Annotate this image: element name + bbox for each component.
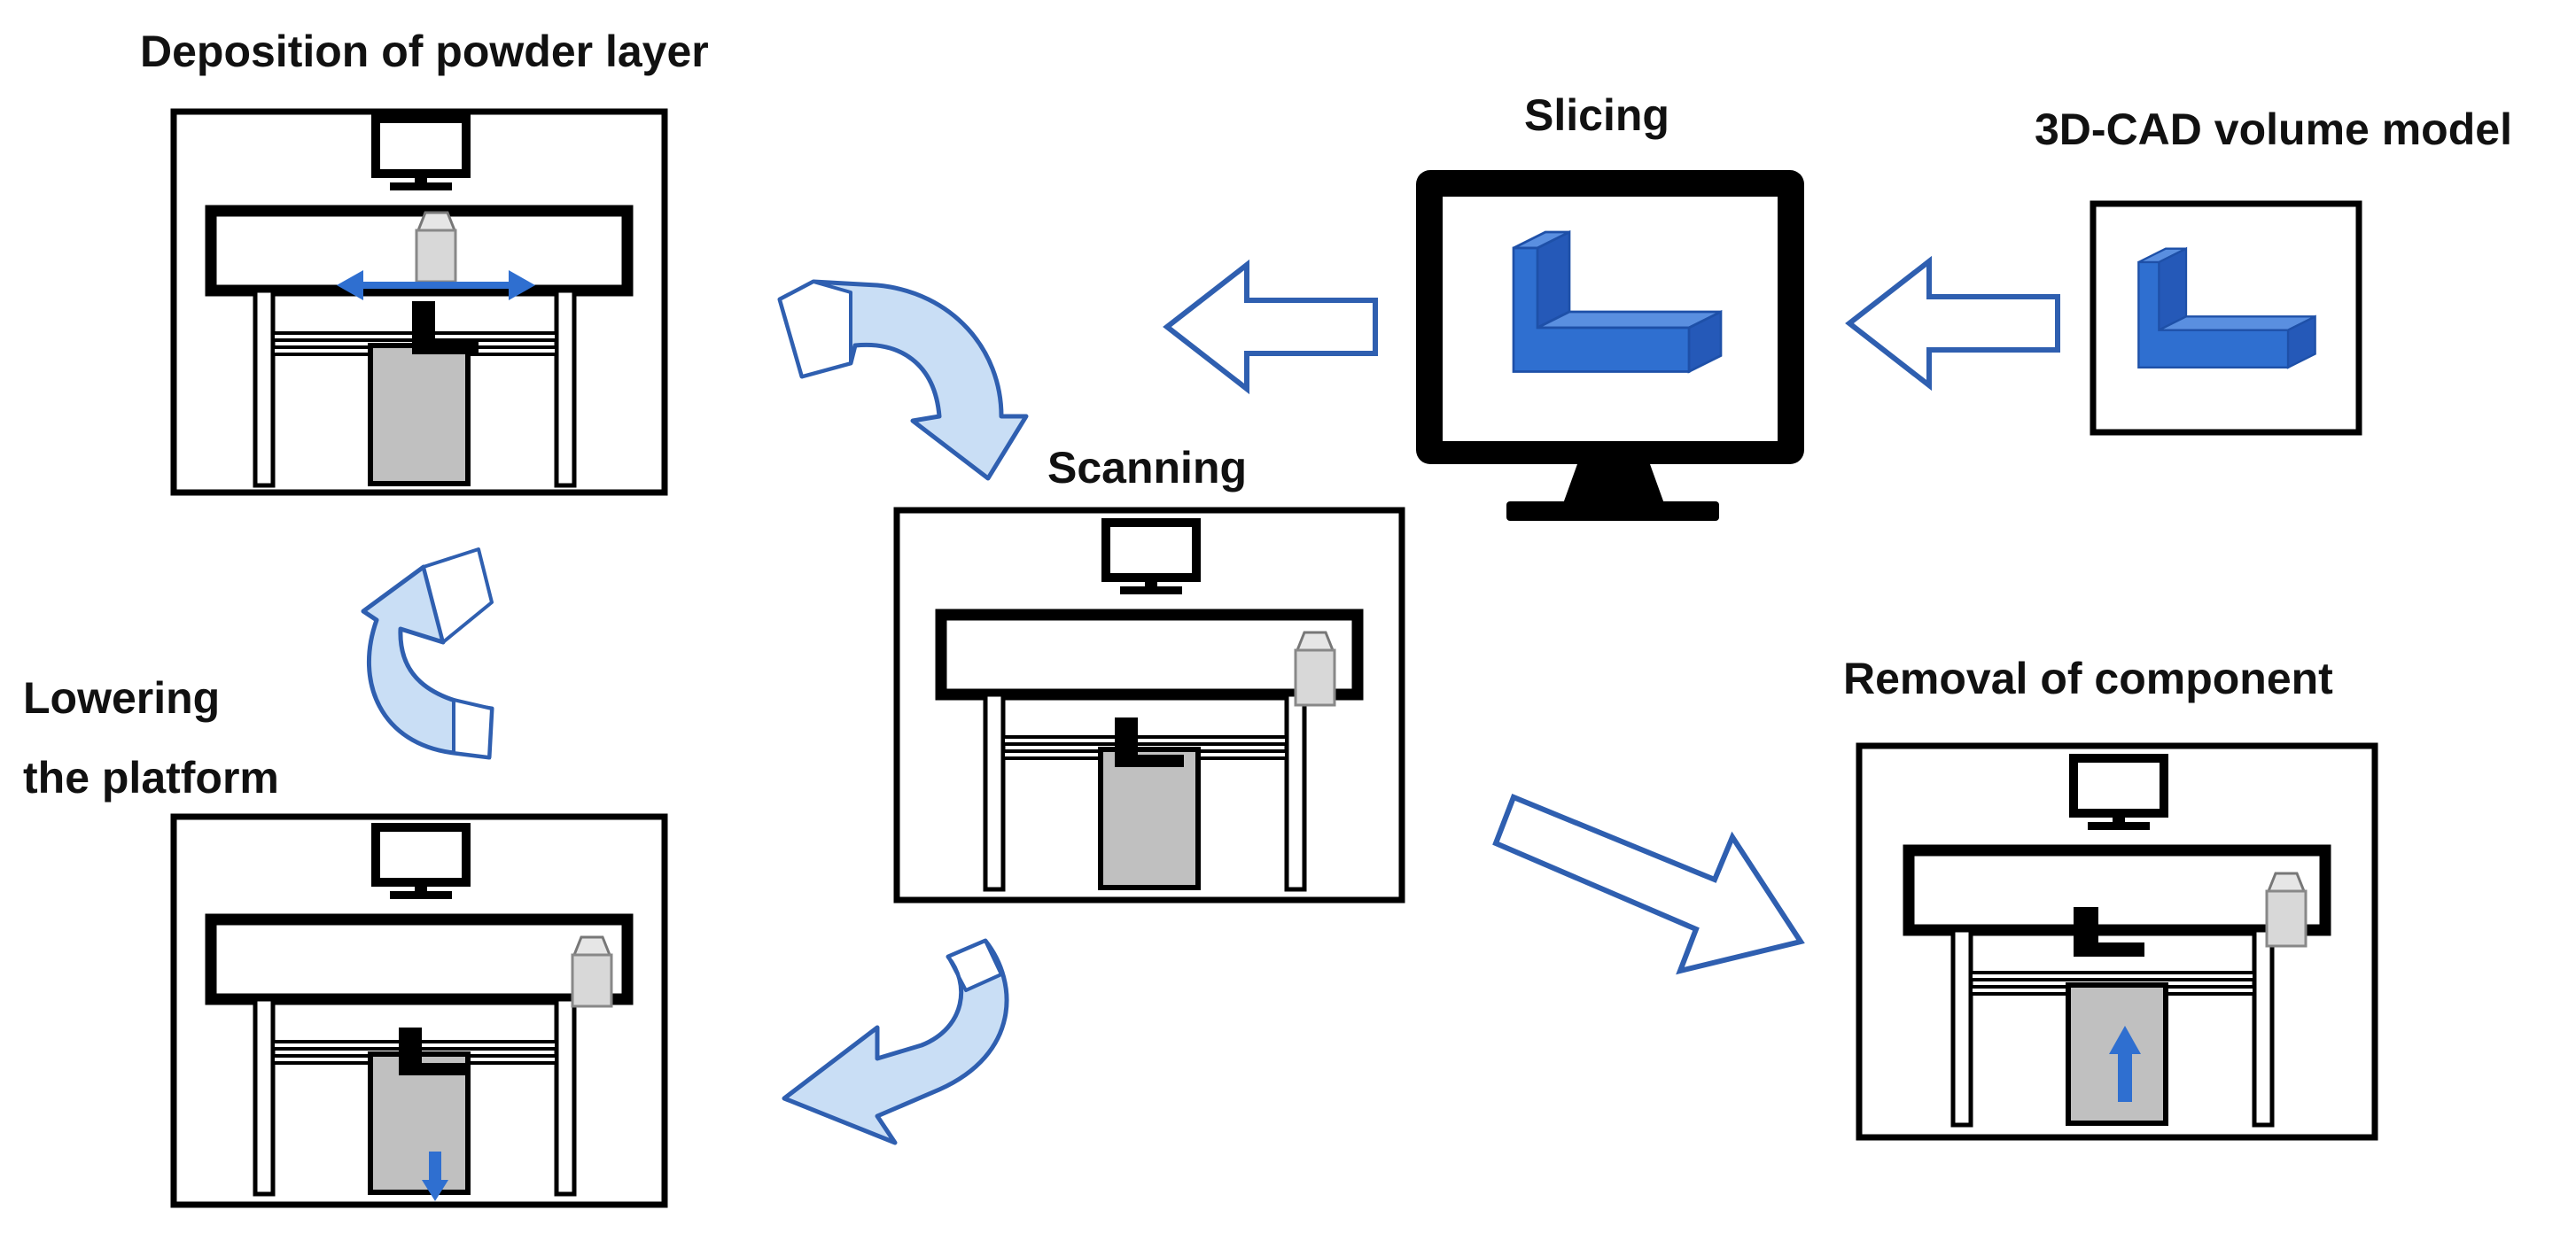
scanning-label: Scanning [1047, 443, 1248, 493]
part-on-platform-icon [412, 301, 479, 354]
recoater-icon [1294, 631, 1336, 707]
slicing-label: Slicing [1524, 90, 1669, 140]
deposition-label: Deposition of powder layer [140, 27, 709, 76]
removal-panel [1856, 742, 2378, 1141]
removal-label: Removal of component [1843, 654, 2333, 703]
part-on-platform-icon [399, 1028, 465, 1075]
arrow-deposition-to-scanning [777, 279, 1029, 481]
part-on-platform-icon [2074, 907, 2144, 957]
arrow-to-removal [1492, 794, 1805, 975]
arrow-lowering-to-deposition [361, 547, 494, 760]
up-arrow-icon [2109, 1026, 2141, 1102]
recoater-icon [415, 211, 457, 283]
lowering-label-line1: Lowering [23, 673, 221, 723]
lowering-label-line2: the platform [23, 753, 279, 803]
cad-model-label: 3D-CAD volume model [2035, 105, 2512, 154]
lowering-panel [170, 813, 668, 1208]
scanning-panel [893, 507, 1405, 904]
down-arrow-icon [422, 1152, 448, 1201]
horizontal-move-arrow-icon [337, 270, 535, 300]
recoater-icon [2265, 872, 2308, 948]
arrow-scanning-to-lowering [782, 938, 1009, 1145]
recoater-icon [571, 935, 613, 1008]
arrow-slicing-to-process [1167, 265, 1375, 389]
deposition-panel [170, 108, 668, 496]
arrow-cad-to-slicing [1849, 261, 2058, 385]
part-on-platform-icon [1115, 717, 1184, 767]
